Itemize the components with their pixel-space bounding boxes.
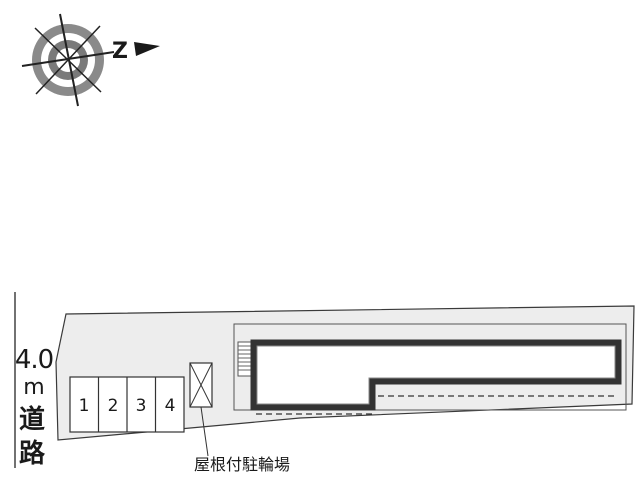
parking-space-1: 1 <box>79 396 90 416</box>
road-unit-label: m <box>23 375 44 400</box>
north-arrow-icon <box>134 42 160 56</box>
bike-parking-leader-line <box>200 406 209 457</box>
road-label: 4.0 m 道 路 <box>15 345 54 469</box>
stair-icon <box>237 341 253 377</box>
bike-parking-box <box>189 362 213 408</box>
parking-space-3: 3 <box>136 396 147 416</box>
building-site-frame <box>233 323 627 411</box>
bike-parking-label: 屋根付駐輪場 <box>194 455 290 474</box>
building-outline <box>250 339 622 411</box>
road-width-label: 4.0 <box>15 345 53 375</box>
road-name-char-1: 道 <box>19 404 45 435</box>
north-label: Z <box>112 39 128 64</box>
compass-rose: Z <box>21 13 160 107</box>
road-name-char-2: 路 <box>19 438 46 469</box>
compass-axis-d <box>35 25 101 95</box>
building-inner-line <box>256 345 616 405</box>
parking-space-4: 4 <box>165 396 176 416</box>
parking-area: 1 2 3 4 <box>69 376 185 433</box>
parking-space-2: 2 <box>108 396 119 416</box>
